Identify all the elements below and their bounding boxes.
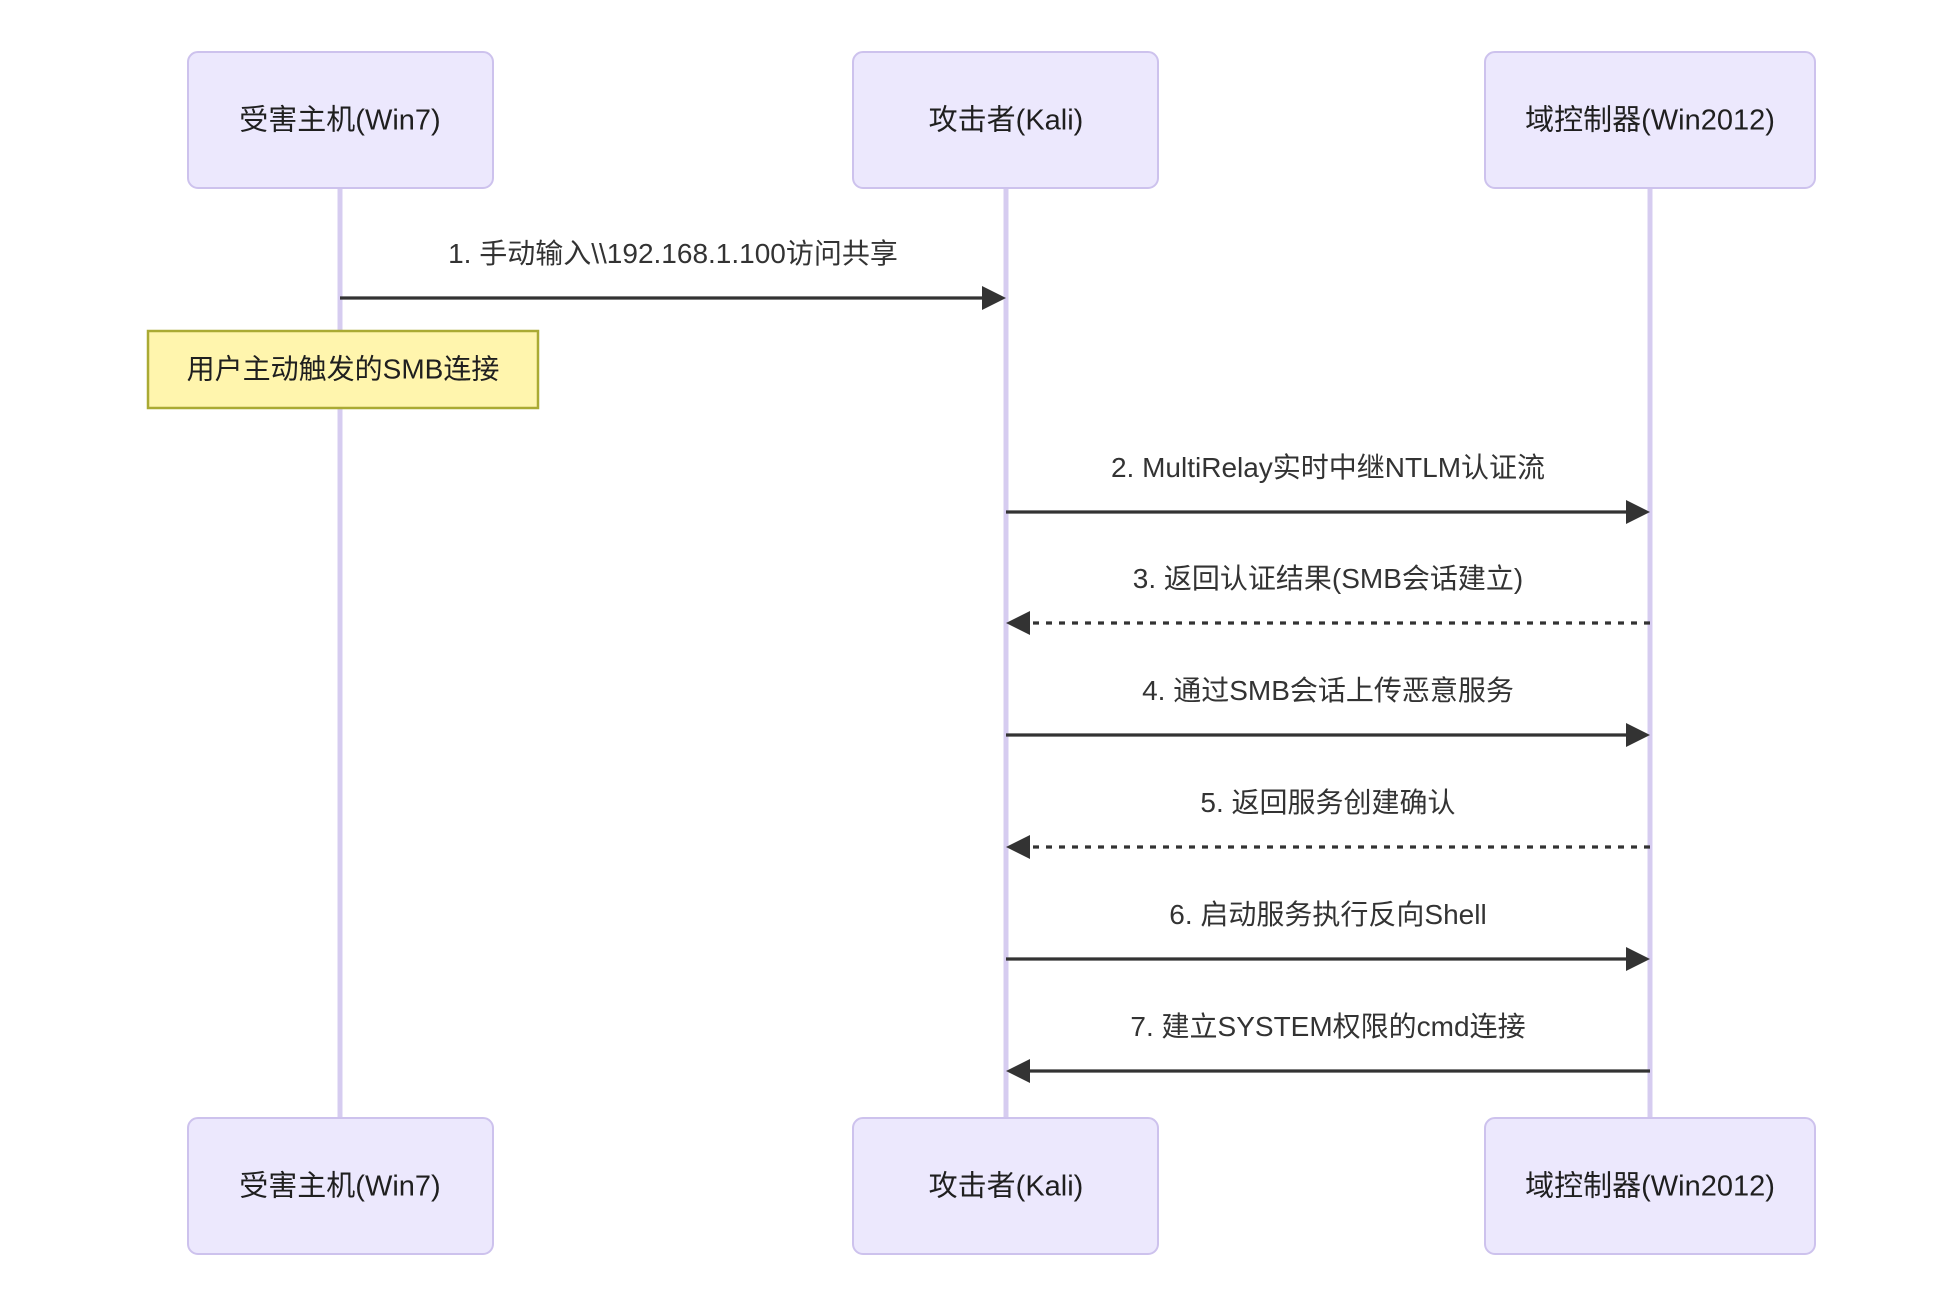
message-2-arrowhead bbox=[1626, 500, 1650, 524]
message-4-arrowhead bbox=[1626, 723, 1650, 747]
message-6-label: 6. 启动服务执行反向Shell bbox=[1169, 899, 1486, 930]
actor-label-dc-top: 域控制器(Win2012) bbox=[1525, 104, 1775, 137]
lifelines bbox=[337, 188, 1653, 1118]
message-5: 5. 返回服务创建确认 bbox=[1006, 787, 1650, 859]
message-3-label: 3. 返回认证结果(SMB会话建立) bbox=[1133, 563, 1523, 594]
actor-box-attacker-bottom[interactable] bbox=[852, 1117, 1159, 1255]
actor-bottom-dc[interactable]: 域控制器(Win2012) bbox=[1484, 1117, 1816, 1255]
note-box bbox=[146, 329, 540, 410]
actor-box-dc-top[interactable] bbox=[1484, 51, 1816, 189]
actor-bottom-victim[interactable]: 受害主机(Win7) bbox=[187, 1117, 494, 1255]
message-7-arrowhead bbox=[1006, 1059, 1030, 1083]
message-3: 3. 返回认证结果(SMB会话建立) bbox=[1006, 563, 1650, 635]
message-2-label: 2. MultiRelay实时中继NTLM认证流 bbox=[1111, 452, 1545, 483]
message-1-label: 1. 手动输入\\192.168.1.100访问共享 bbox=[448, 238, 898, 269]
message-3-arrowhead bbox=[1006, 611, 1030, 635]
message-4: 4. 通过SMB会话上传恶意服务 bbox=[1006, 675, 1650, 747]
actor-box-dc-bottom[interactable] bbox=[1484, 1117, 1816, 1255]
message-1-arrowhead bbox=[982, 286, 1006, 310]
actor-label-attacker-bottom: 攻击者(Kali) bbox=[929, 1170, 1084, 1203]
actor-label-dc-bottom: 域控制器(Win2012) bbox=[1525, 1170, 1775, 1203]
actor-top-dc[interactable]: 域控制器(Win2012) bbox=[1484, 51, 1816, 189]
message-6: 6. 启动服务执行反向Shell bbox=[1006, 899, 1650, 971]
actor-box-attacker-top[interactable] bbox=[852, 51, 1159, 189]
actor-top-attacker[interactable]: 攻击者(Kali) bbox=[852, 51, 1159, 189]
actor-box-victim-bottom[interactable] bbox=[187, 1117, 494, 1255]
message-6-arrowhead bbox=[1626, 947, 1650, 971]
actor-top-victim[interactable]: 受害主机(Win7) bbox=[187, 51, 494, 189]
message-2: 2. MultiRelay实时中继NTLM认证流 bbox=[1006, 452, 1650, 524]
note-smb-connection: 用户主动触发的SMB连接 bbox=[146, 329, 540, 410]
message-5-label: 5. 返回服务创建确认 bbox=[1200, 787, 1455, 818]
actor-label-attacker-top: 攻击者(Kali) bbox=[929, 104, 1084, 137]
message-7-label: 7. 建立SYSTEM权限的cmd连接 bbox=[1130, 1011, 1525, 1042]
message-1: 1. 手动输入\\192.168.1.100访问共享 bbox=[340, 238, 1006, 310]
actor-box-victim-top[interactable] bbox=[187, 51, 494, 189]
actor-label-victim-bottom: 受害主机(Win7) bbox=[239, 1170, 440, 1203]
message-5-arrowhead bbox=[1006, 835, 1030, 859]
note-label: 用户主动触发的SMB连接 bbox=[187, 353, 500, 384]
message-4-label: 4. 通过SMB会话上传恶意服务 bbox=[1142, 675, 1514, 706]
actor-label-victim-top: 受害主机(Win7) bbox=[239, 104, 440, 137]
message-7: 7. 建立SYSTEM权限的cmd连接 bbox=[1006, 1011, 1650, 1083]
actor-bottom-attacker[interactable]: 攻击者(Kali) bbox=[852, 1117, 1159, 1255]
